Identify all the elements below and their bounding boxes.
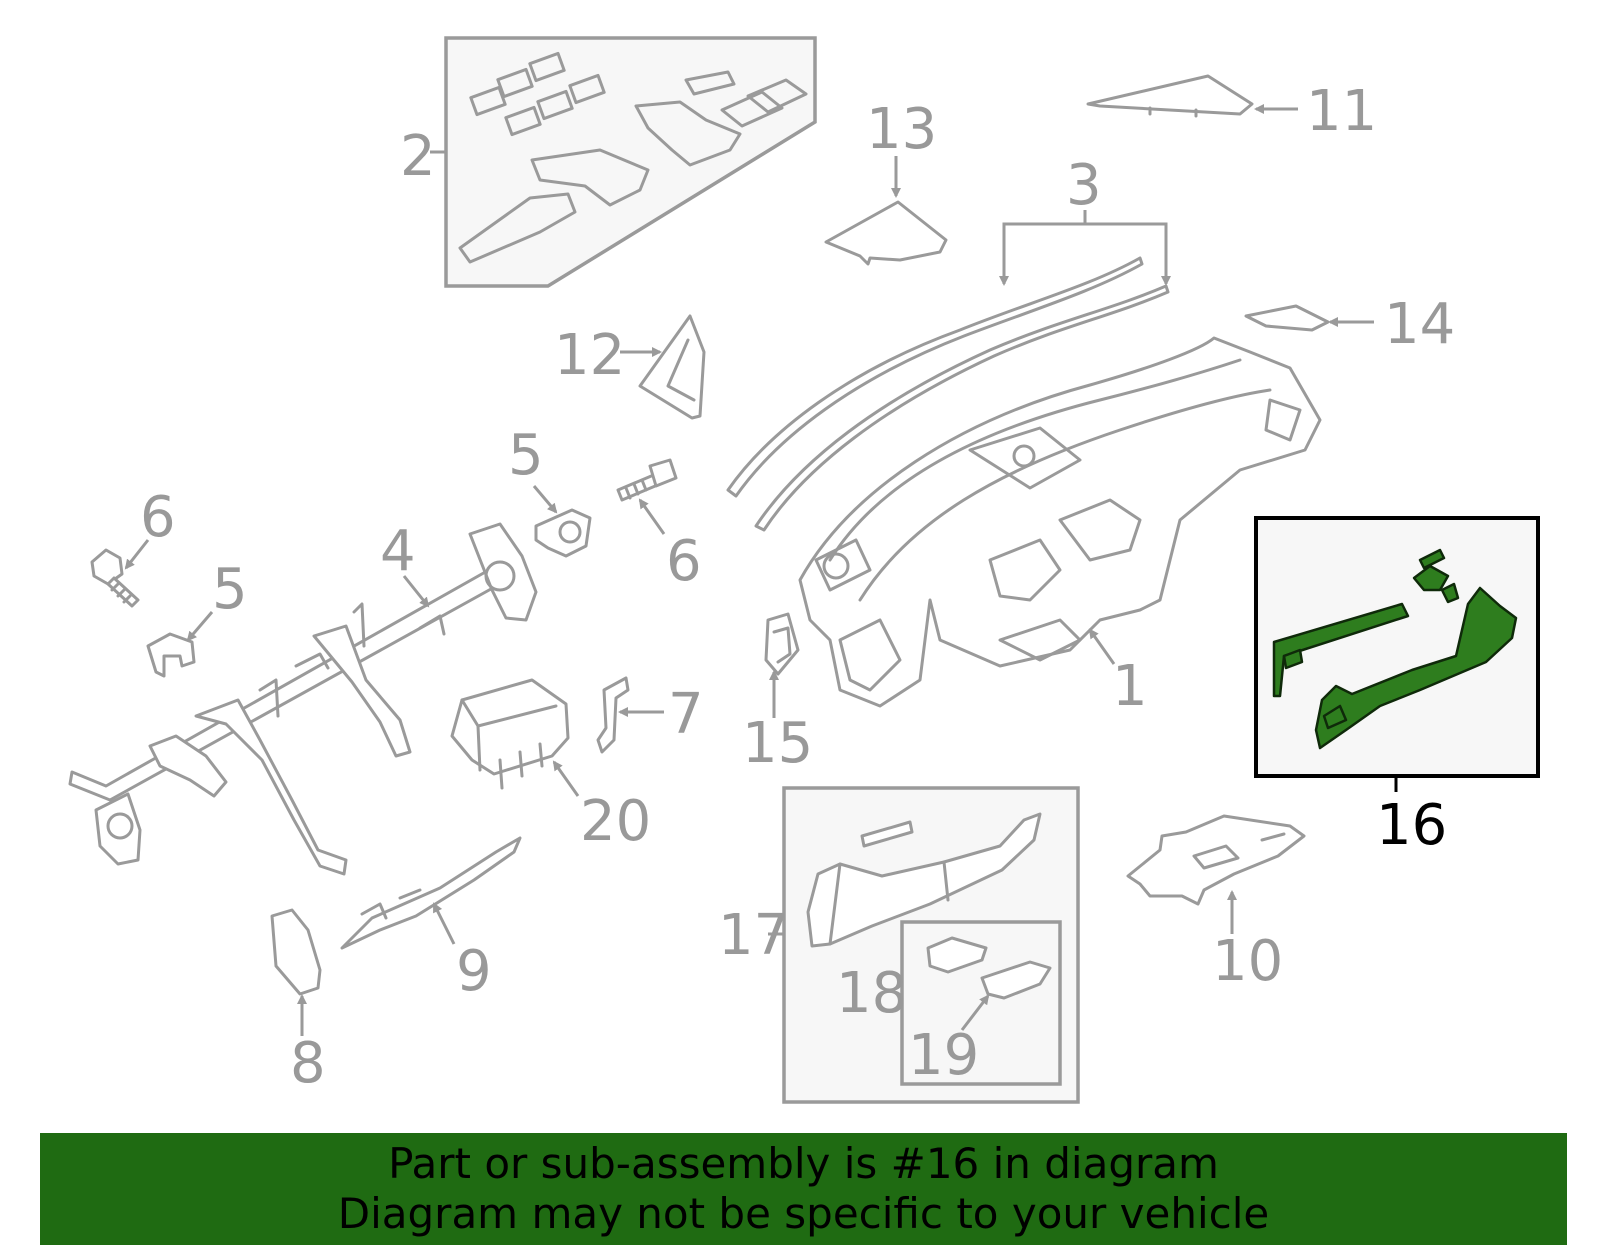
notice-banner: Part or sub-assembly is #16 in diagram D… xyxy=(40,1133,1567,1245)
part-13-panel[interactable] xyxy=(824,200,948,266)
part-10-bracket[interactable] xyxy=(1126,814,1306,906)
part-18[interactable] xyxy=(926,936,988,974)
part-6-bolt-upper[interactable] xyxy=(616,458,678,502)
callout-9: 9 xyxy=(456,939,492,1004)
part-16-highlight-box[interactable] xyxy=(1254,516,1540,778)
callout-3: 3 xyxy=(1066,153,1102,218)
banner-line-2: Diagram may not be specific to your vehi… xyxy=(337,1189,1270,1238)
part-14-vent[interactable] xyxy=(1244,304,1330,332)
part-5-bracket-left[interactable] xyxy=(146,632,196,678)
callout-13: 13 xyxy=(866,97,937,162)
callout-15: 15 xyxy=(742,711,813,776)
part-3-seals[interactable] xyxy=(726,256,1170,532)
callout-1: 1 xyxy=(1112,654,1148,719)
part-11-trim[interactable] xyxy=(1086,74,1254,118)
callout-7: 7 xyxy=(668,682,704,747)
callout-5-upper: 5 xyxy=(508,423,544,488)
part-20-airbag[interactable] xyxy=(450,678,570,790)
part-1-instrument-panel[interactable] xyxy=(798,336,1322,708)
callout-4: 4 xyxy=(380,519,416,584)
callout-10: 10 xyxy=(1212,929,1283,994)
part-8-cover[interactable] xyxy=(270,908,322,996)
part-6-bolt-left[interactable] xyxy=(90,548,140,608)
callout-16: 16 xyxy=(1376,793,1447,858)
callout-6-left: 6 xyxy=(140,485,176,550)
part-4-cross-car-beam[interactable] xyxy=(68,522,538,876)
callout-18: 18 xyxy=(836,961,907,1026)
callout-2: 2 xyxy=(400,124,436,189)
callout-6-upper: 6 xyxy=(666,529,702,594)
part-15-vent[interactable] xyxy=(764,612,800,676)
callout-8: 8 xyxy=(290,1031,326,1096)
callout-12: 12 xyxy=(554,323,625,388)
banner-line-1: Part or sub-assembly is #16 in diagram xyxy=(388,1139,1219,1188)
callout-20: 20 xyxy=(580,789,651,854)
callout-19: 19 xyxy=(908,1023,979,1088)
part-9-reinforcement[interactable] xyxy=(340,836,522,950)
part-2-duct-kit[interactable] xyxy=(444,36,817,288)
callout-17: 17 xyxy=(718,903,789,968)
part-16-glove-box-assembly[interactable] xyxy=(1272,548,1518,750)
callout-11: 11 xyxy=(1306,79,1377,144)
part-12-trim[interactable] xyxy=(638,314,706,420)
part-5-bracket-upper[interactable] xyxy=(534,508,592,558)
part-7-bracket[interactable] xyxy=(596,676,630,754)
part-19[interactable] xyxy=(980,960,1052,1000)
part-17-glove-box-kit[interactable] xyxy=(782,786,1080,1104)
callout-14: 14 xyxy=(1384,292,1455,357)
callout-5-left: 5 xyxy=(212,557,248,622)
